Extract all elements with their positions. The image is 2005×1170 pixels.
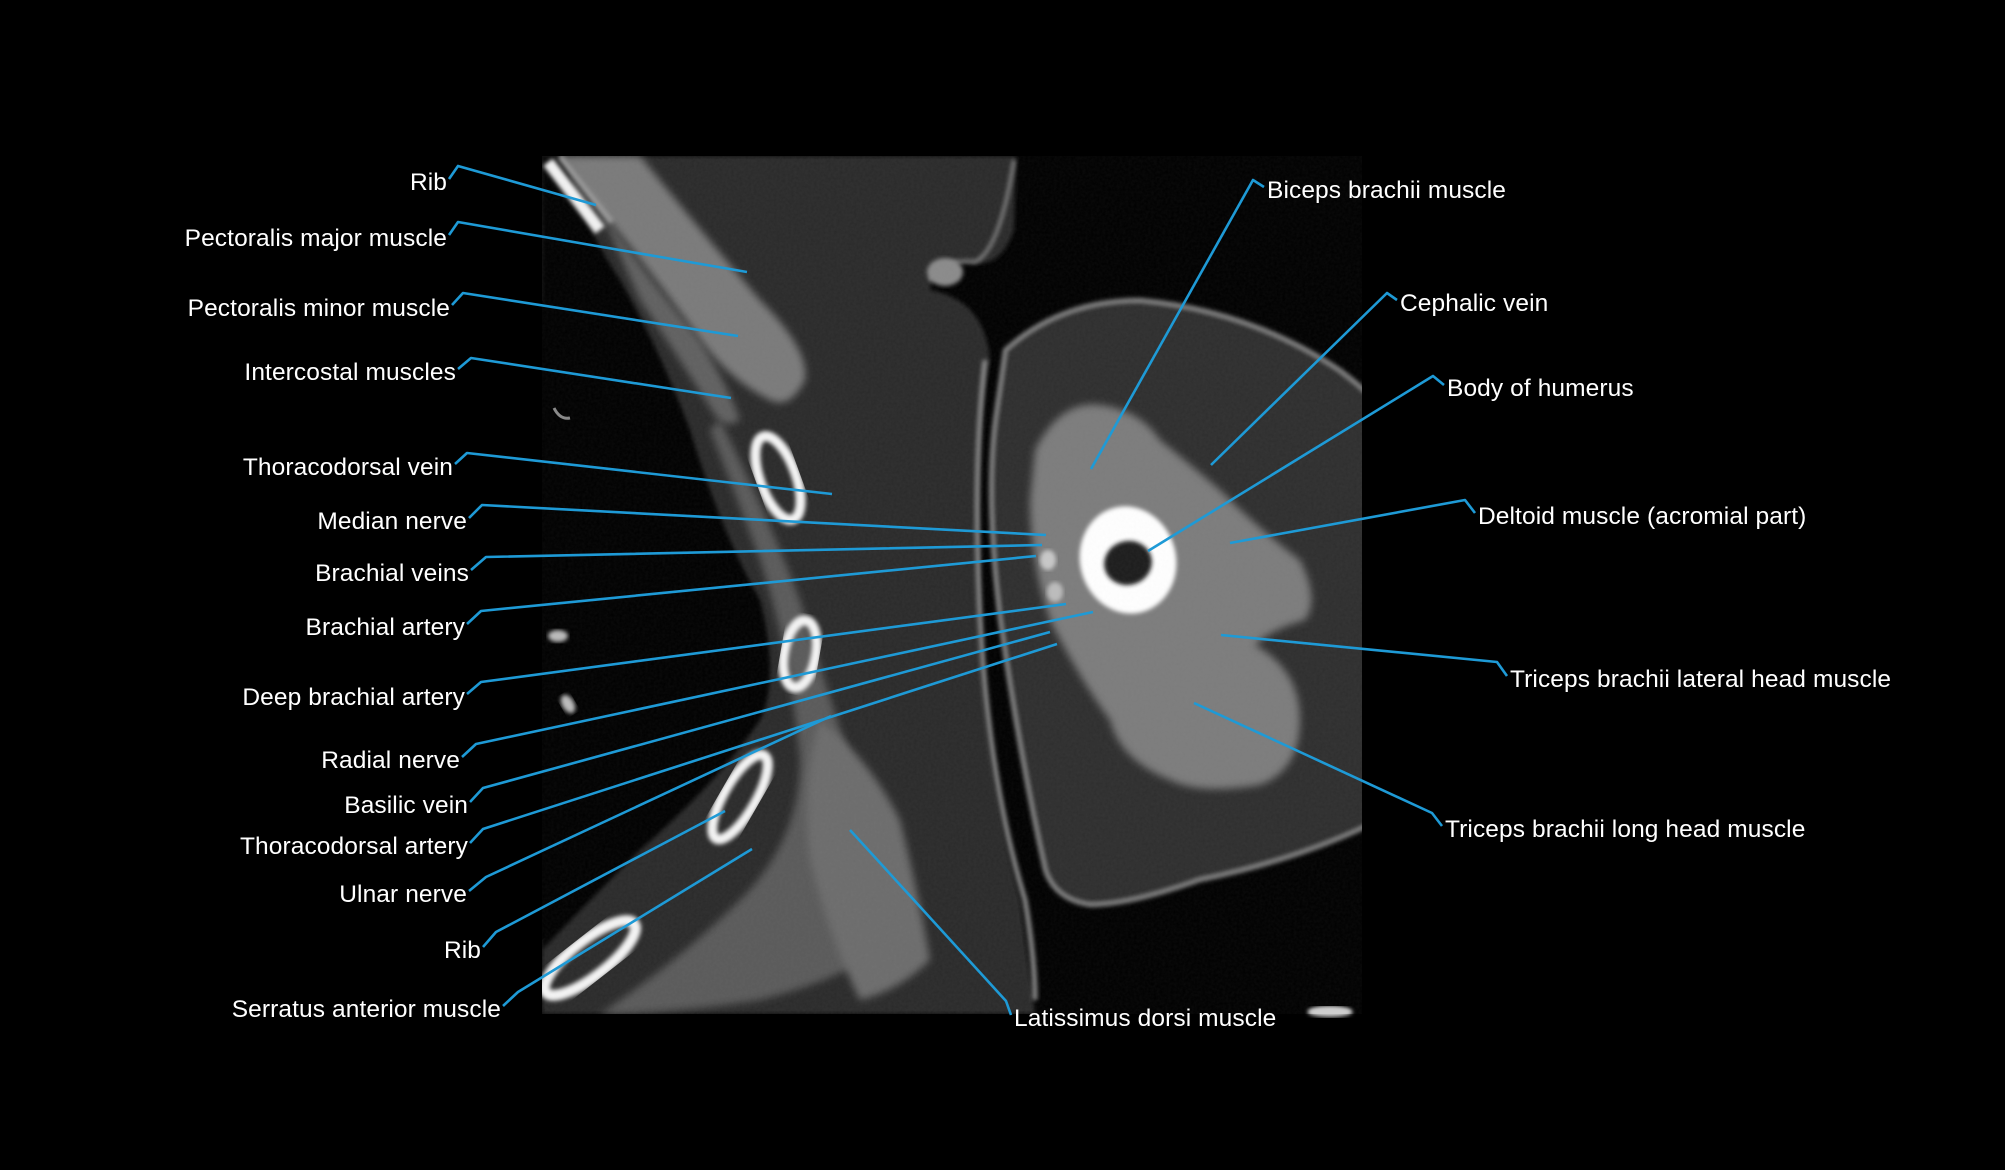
label-basilic-vein: Basilic vein: [344, 792, 468, 819]
label-cephalic-vein: Cephalic vein: [1400, 290, 1549, 317]
leader-line: [469, 642, 1058, 844]
leader-line: [447, 220, 748, 274]
leader-line: [1193, 701, 1444, 827]
leader-line: [454, 451, 833, 496]
leader-line: [451, 291, 739, 338]
label-rib-lower: Rib: [443, 937, 481, 964]
leader-line: [468, 714, 832, 893]
label-triceps-long-head: Triceps brachii long head muscle: [1445, 816, 1806, 843]
leader-line: [470, 543, 1043, 571]
label-thoracodorsal-vein: Thoracodorsal vein: [242, 454, 453, 481]
leader-line: [1147, 374, 1445, 553]
label-rib-upper: Rib: [409, 169, 447, 196]
label-pectoralis-minor-muscle: Pectoralis minor muscle: [187, 295, 450, 322]
leader-line: [469, 630, 1051, 803]
label-triceps-lateral-head: Triceps brachii lateral head muscle: [1510, 666, 1892, 693]
label-median-nerve: Median nerve: [317, 508, 467, 535]
leader-line: [482, 809, 726, 948]
leader-line: [461, 610, 1094, 758]
leader-line: [1220, 633, 1509, 677]
label-serratus-anterior-muscle: Serratus anterior muscle: [231, 996, 501, 1023]
label-latissimus-dorsi-muscle: Latissimus dorsi muscle: [1014, 1005, 1277, 1032]
label-brachial-artery: Brachial artery: [305, 614, 465, 641]
label-pectoralis-major-muscle: Pectoralis major muscle: [184, 225, 447, 252]
leader-line: [849, 829, 1013, 1016]
label-radial-nerve: Radial nerve: [321, 747, 460, 774]
label-deep-brachial-artery: Deep brachial artery: [242, 684, 465, 711]
leader-line: [1229, 498, 1477, 545]
label-body-of-humerus: Body of humerus: [1447, 375, 1634, 402]
leader-line: [466, 602, 1067, 695]
label-biceps-brachii-muscle: Biceps brachii muscle: [1267, 177, 1507, 204]
label-deltoid-muscle: Deltoid muscle (acromial part): [1478, 503, 1807, 530]
leader-line: [447, 164, 597, 207]
leader-line: [1210, 291, 1398, 466]
leader-line: [468, 503, 1047, 537]
leader-line: [1089, 178, 1265, 470]
label-thoracodorsal-artery: Thoracodorsal artery: [239, 833, 468, 860]
label-ulnar-nerve: Ulnar nerve: [339, 881, 467, 908]
leader-line: [457, 356, 732, 400]
label-brachial-veins: Brachial veins: [315, 560, 469, 587]
leader-line: [502, 847, 753, 1007]
leader-line: [466, 554, 1037, 625]
label-intercostal-muscles: Intercostal muscles: [244, 359, 456, 386]
